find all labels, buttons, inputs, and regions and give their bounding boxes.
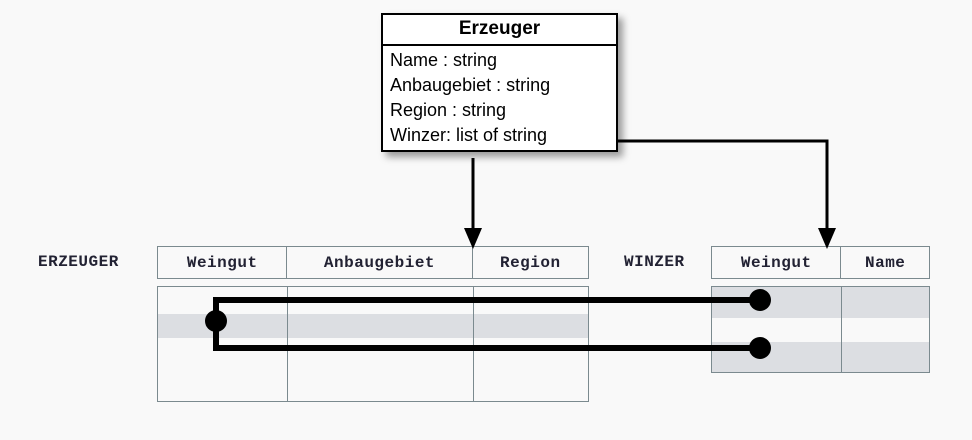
link-dot-winzer-row3[interactable] — [749, 337, 771, 359]
column-header: Region — [499, 253, 561, 272]
uml-attribute: Anbaugebiet : string — [390, 74, 551, 95]
table-body-erzeuger — [157, 286, 589, 402]
uml-attribute: Winzer: list of string — [390, 124, 548, 145]
table-cell — [158, 338, 288, 366]
link-dot-winzer-row1[interactable] — [749, 289, 771, 311]
table-row[interactable] — [712, 342, 929, 372]
table-cell — [474, 366, 588, 401]
table-header-erzeuger: Weingut Anbaugebiet Region — [157, 246, 589, 279]
table-label-erzeuger: ERZEUGER — [38, 253, 119, 271]
table-header-winzer: Weingut Name — [711, 246, 930, 279]
table-cell — [288, 314, 474, 338]
column-header: Name — [865, 253, 906, 272]
table-row[interactable] — [158, 338, 588, 366]
table-cell — [474, 314, 588, 338]
table-row[interactable] — [712, 318, 929, 342]
column-header: Weingut — [712, 247, 842, 278]
uml-attribute: Name : string — [390, 49, 498, 70]
table-cell — [474, 338, 588, 366]
table-cell — [842, 287, 929, 318]
arrow-winzer-attr-to-winzer-table — [600, 139, 836, 249]
table-cell — [474, 287, 588, 314]
uml-attribute-list: Name : string Anbaugebiet : string Regio… — [383, 46, 616, 150]
table-cell — [158, 366, 288, 401]
uml-class-box-erzeuger[interactable]: Erzeuger Name : string Anbaugebiet : str… — [381, 13, 618, 152]
table-cell — [158, 287, 288, 314]
column-header: Anbaugebiet — [287, 247, 473, 278]
table-cell — [288, 338, 474, 366]
table-body-winzer — [711, 286, 930, 373]
table-label-winzer: WINZER — [624, 253, 685, 271]
uml-class-name: Erzeuger — [383, 15, 616, 46]
table-cell — [288, 287, 474, 314]
table-cell — [288, 366, 474, 401]
table-cell — [712, 342, 842, 372]
table-cell — [712, 318, 842, 342]
link-dot-erzeuger-weingut[interactable] — [205, 310, 227, 332]
table-row[interactable] — [158, 366, 588, 401]
table-row[interactable] — [158, 287, 588, 314]
arrow-class-to-erzeuger — [464, 158, 482, 249]
table-row[interactable] — [712, 287, 929, 318]
column-header: Weingut — [158, 247, 288, 278]
table-cell — [842, 342, 929, 372]
uml-attribute: Region : string — [390, 99, 507, 120]
table-cell — [842, 318, 929, 342]
table-cell — [712, 287, 842, 318]
